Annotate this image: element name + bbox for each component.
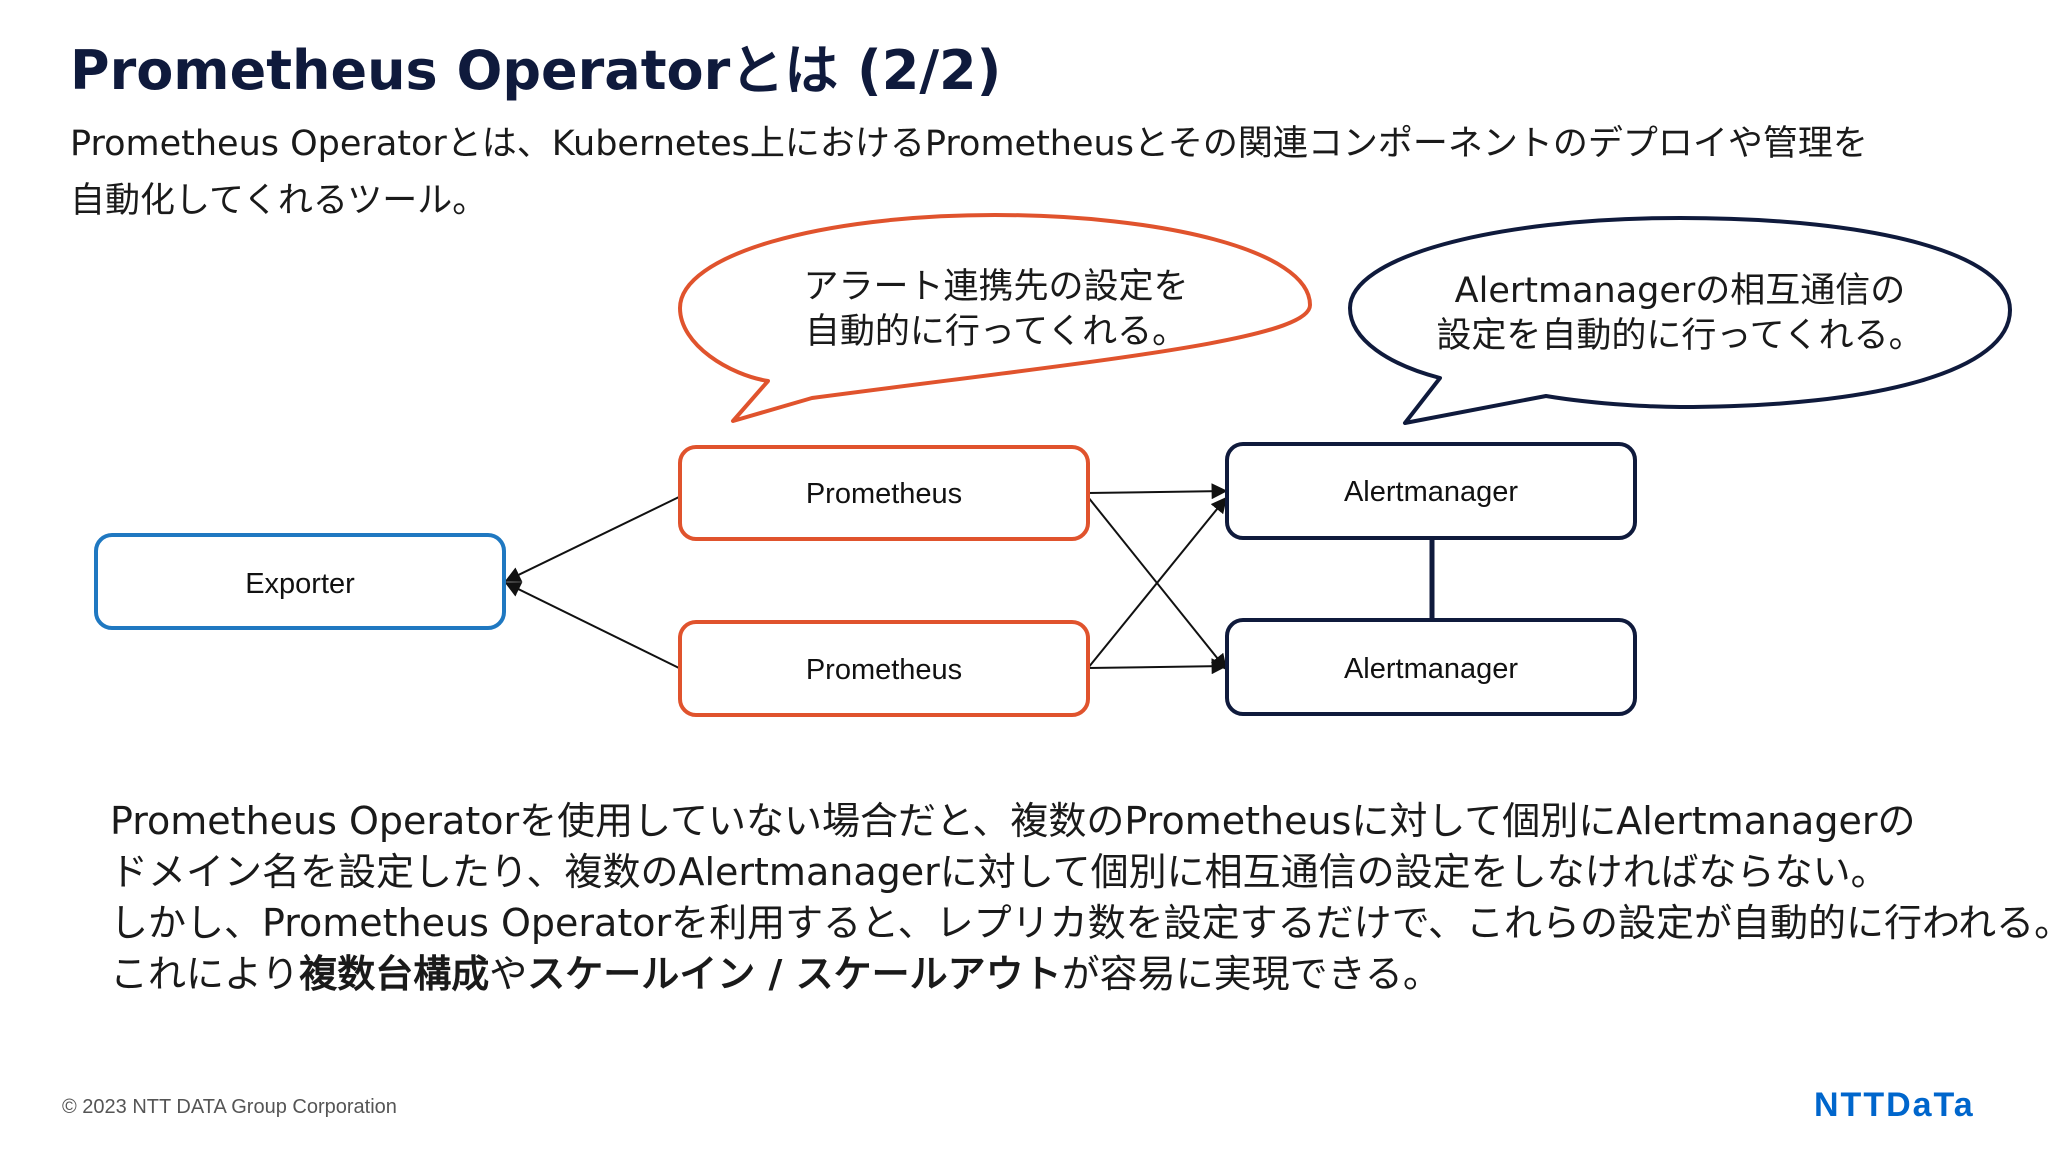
speech-bubble-alert-routing: アラート連携先の設定を 自動的に行ってくれる。 [678,213,1312,423]
node-alertmanager-2-box [1225,618,1637,716]
bubble-left-line-1: アラート連携先の設定を [803,267,1188,307]
edge-prometheus1-alertmanager1 [1087,483,1228,500]
summary-emphasis-scaling: スケールイン / スケールアウト [527,952,1062,996]
intro-line-1: Prometheus Operatorとは、Kubernetes上におけるPro… [70,124,1868,164]
summary-line-2: ドメイン名を設定したり、複数のAlertmanagerに対して個別に相互通信の設… [110,850,1889,894]
edge-prometheus2-exporter [504,582,680,669]
intro-line-2: 自動化してくれるツール。 [70,181,488,221]
footer-copyright: © 2023 NTT DATA Group Corporation [62,1096,397,1118]
node-prometheus-2-box [678,620,1090,717]
summary-emphasis-multi-instance: 複数台構成 [299,952,490,996]
bubble-right-line-2: 設定を自動的に行ってくれる。 [1436,316,1923,356]
bubble-right-line-1: Alertmanagerの相互通信の [1455,271,1906,311]
node-exporter-label: Exporter [245,568,355,600]
summary-text: Prometheus Operatorを使用していない場合だと、複数のProme… [110,796,2048,1000]
node-alertmanager-2-label: Alertmanager [1344,653,1518,685]
slide-title: Prometheus Operatorとは (2/2) [70,39,1002,102]
node-exporter: Exporter [94,533,506,630]
ntt-data-logo: NTTDaTa [1814,1086,1975,1124]
summary-line-3: しかし、Prometheus Operatorを利用すると、レプリカ数を設定する… [110,901,2048,945]
summary-line-4-mid: や [489,952,528,996]
connectors [504,483,1228,675]
summary-line-1: Prometheus Operatorを使用していない場合だと、複数のProme… [110,799,1916,843]
node-prometheus-1-box [678,445,1090,541]
node-alertmanager-1-box [1225,442,1637,540]
node-prometheus-2: Prometheus [678,620,1090,717]
speech-bubble-left-shape [678,213,1312,423]
node-prometheus-2-label: Prometheus [806,654,962,686]
node-alertmanager-1: Alertmanager [1225,442,1637,540]
node-alertmanager-1-label: Alertmanager [1344,476,1518,508]
bubble-left-line-2: 自動的に行ってくれる。 [805,312,1187,352]
edge-prometheus2-alertmanager1 [1087,496,1228,669]
summary-line-4-suffix: が容易に実現できる。 [1061,952,1441,996]
edge-prometheus2-alertmanager2 [1087,658,1228,675]
summary-line-4: これにより複数台構成やスケールイン / スケールアウトが容易に実現できる。 [110,949,2048,1000]
node-exporter-box [94,533,506,630]
intro-text: Prometheus Operatorとは、Kubernetes上におけるPro… [70,116,1868,230]
summary-line-4-prefix: これにより [110,952,300,996]
speech-bubble-alertmanager-mesh: Alertmanagerの相互通信の 設定を自動的に行ってくれる。 [1348,216,2012,425]
speech-bubble-right-shape [1348,216,2012,425]
node-alertmanager-2: Alertmanager [1225,618,1637,716]
edge-prometheus1-exporter [504,496,680,582]
node-prometheus-1: Prometheus [678,445,1090,541]
node-prometheus-1-label: Prometheus [806,478,962,510]
